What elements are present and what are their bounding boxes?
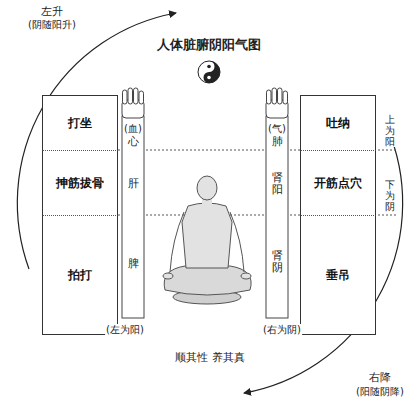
left-arm — [122, 88, 144, 318]
diagram-title: 人体脏腑阴阳气图 — [156, 38, 262, 53]
side-label: (左为阳) — [105, 324, 145, 336]
box-text: 抻筋拔骨 — [56, 175, 104, 192]
practice-box: 打坐 — [42, 95, 118, 150]
box-text: 开筋点穴 — [314, 175, 362, 192]
box-text: 拍打 — [68, 267, 92, 284]
right-arm — [266, 88, 288, 318]
organ-label: 脾 — [127, 258, 140, 271]
organ-label: 肺 — [271, 136, 284, 149]
box-text: 垂吊 — [326, 267, 350, 284]
direction-note: (阴随阳升) — [27, 19, 77, 31]
seated-figure — [163, 176, 251, 304]
direction-label: 左升 — [40, 6, 64, 19]
practice-box: 开筋点穴 — [300, 150, 376, 215]
direction-note: (阳随阴降) — [355, 386, 405, 398]
organ-note: (气) — [267, 123, 287, 135]
practice-box: 拍打 — [42, 215, 118, 335]
side-label: (右为阴) — [262, 324, 302, 336]
level-label: 下为阴 — [384, 179, 396, 212]
direction-label: 右降 — [368, 372, 392, 385]
box-text: 打坐 — [68, 115, 92, 132]
organ-note: (血) — [123, 123, 143, 135]
level-label: 上为阳 — [384, 114, 396, 147]
organ-label: 肾阳 — [271, 172, 284, 196]
practice-box: 吐纳 — [300, 95, 376, 150]
yin-yang-symbol — [198, 61, 220, 83]
organ-label: 心 — [127, 136, 140, 149]
motto: 顺其性 养其真 — [174, 352, 246, 365]
organ-label: 肾阴 — [271, 250, 284, 274]
practice-box: 抻筋拔骨 — [42, 150, 118, 215]
box-text: 吐纳 — [326, 115, 350, 132]
organ-label: 肝 — [127, 178, 140, 191]
practice-box: 垂吊 — [300, 215, 376, 335]
